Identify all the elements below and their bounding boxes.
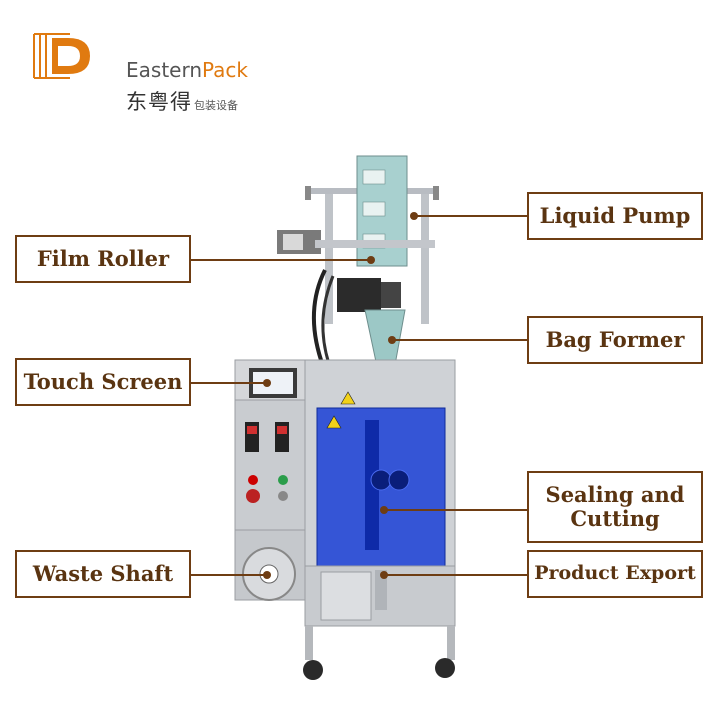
sealing-cutting-leader-line <box>384 509 528 511</box>
waste-shaft-leader-line <box>191 574 267 576</box>
film-roller-leader-line <box>191 259 371 261</box>
liquid-pump-marker <box>410 212 418 220</box>
bag-former-label: Bag Former <box>527 316 703 364</box>
product-export-marker <box>380 571 388 579</box>
packaging-machine-image <box>234 155 456 680</box>
film-roller-label: Film Roller <box>15 235 191 283</box>
brand-chinese-subtitle: 包装设备 <box>194 99 238 112</box>
film-roller-label-text: Film Roller <box>36 245 170 271</box>
liquid-pump-leader-line <box>414 215 528 217</box>
touch-screen-label-text: Touch Screen <box>23 368 183 394</box>
touch-screen-marker <box>263 379 271 387</box>
bag-former-label-text: Bag Former <box>545 326 685 352</box>
product-export-leader-line <box>384 574 528 576</box>
product-export-label-text: Product Export <box>534 562 696 585</box>
liquid-pump-label-text: Liquid Pump <box>539 202 691 228</box>
film-roller-marker <box>367 256 375 264</box>
logo-mark-icon <box>33 33 90 79</box>
bag-former-marker <box>388 336 396 344</box>
brand-name: EasternPack <box>126 58 249 82</box>
brand-chinese-name: 东粤得包装设备 <box>126 86 238 116</box>
sealing-cutting-label-line1: Sealing and <box>545 481 685 507</box>
waste-shaft-label: Waste Shaft <box>15 550 191 598</box>
sealing-cutting-label: Sealing and Cutting <box>527 471 703 543</box>
touch-screen-label: Touch Screen <box>15 358 191 406</box>
bag-former-leader-line <box>392 339 528 341</box>
waste-shaft-label-text: Waste Shaft <box>32 560 174 586</box>
brand-logo: EasternPack 东粤得包装设备 <box>30 28 250 114</box>
waste-shaft-marker <box>263 571 271 579</box>
liquid-pump-label: Liquid Pump <box>527 192 703 240</box>
touch-screen-leader-line <box>191 382 267 384</box>
brand-chinese-title: 东粤得 <box>126 90 192 114</box>
product-export-label: Product Export <box>527 550 703 598</box>
sealing-cutting-marker <box>380 506 388 514</box>
sealing-cutting-label-line2: Cutting <box>570 506 660 531</box>
